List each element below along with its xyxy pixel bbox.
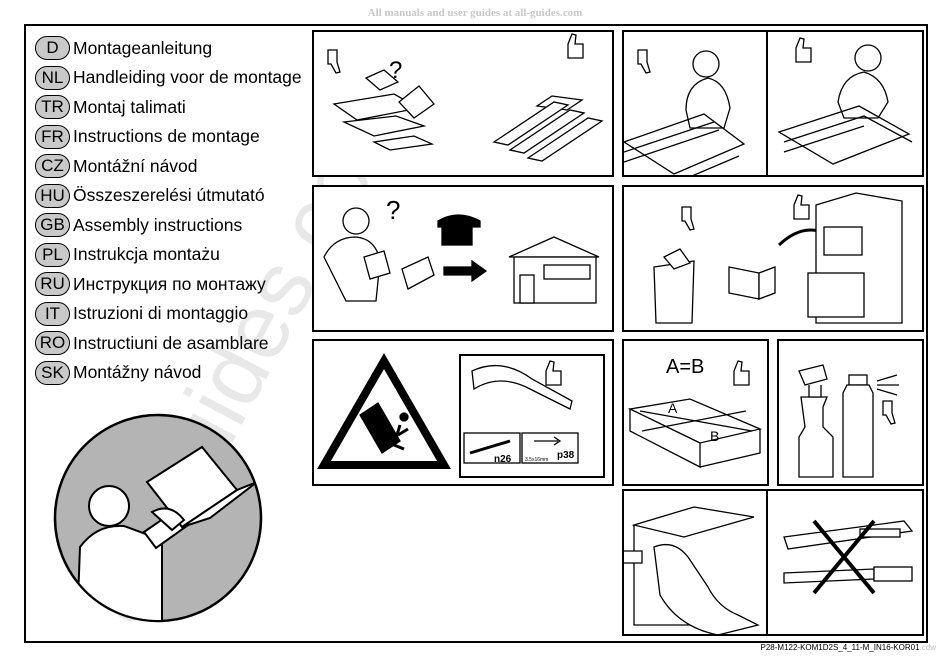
language-code-badge: IT xyxy=(35,301,70,326)
no-sharp-tools-illustration xyxy=(624,491,914,634)
equation-label: A=B xyxy=(666,356,704,378)
hardware-label-p38: p38 xyxy=(557,450,575,461)
language-code-badge: GB xyxy=(35,213,70,237)
hardware-label-size: 3.5x16mm xyxy=(525,457,548,463)
language-label: Montážny návod xyxy=(73,362,202,382)
thumb-down-icon xyxy=(681,206,695,231)
thumb-up-icon xyxy=(795,37,812,63)
language-code-badge: NL xyxy=(35,65,70,90)
language-label: Montaj talimati xyxy=(73,96,186,117)
language-code-badge: TR xyxy=(35,95,70,119)
shop-building-icon xyxy=(508,236,600,304)
language-label: Инструкция по монтажу xyxy=(73,273,266,294)
language-label: Instructions de montage xyxy=(73,126,260,146)
language-code-badge: FR xyxy=(35,124,70,149)
thumb-up-icon xyxy=(793,194,810,220)
language-code-badge: SK xyxy=(35,360,70,385)
filing-cabinet-icon xyxy=(807,192,903,324)
language-label: Assembly instructions xyxy=(73,214,243,235)
page-frame xyxy=(24,24,928,643)
call-shop-illustration: ? xyxy=(323,195,600,304)
telephone-icon xyxy=(437,214,481,246)
panel-measure-diagonals: A=B A B xyxy=(622,339,769,486)
no-cleaners-illustration xyxy=(798,364,899,478)
thumb-down-icon xyxy=(882,400,896,425)
panel-wall-fixing: n26 3.5x16mm p38 xyxy=(312,339,614,486)
site-watermark-header: All manuals and user guides at all-guide… xyxy=(367,7,583,19)
language-code-badge: RU xyxy=(35,272,70,296)
screwdriver-icon xyxy=(783,566,913,584)
hardware-label-n26: n26 xyxy=(494,454,512,465)
two-persons-illustration xyxy=(624,32,913,175)
thumb-up-icon xyxy=(545,360,562,386)
document-code: P28-M122-KOM1D2S_4_11-M_IN16-KOR01.cdw xyxy=(761,643,937,652)
thumb-down-icon xyxy=(637,49,651,74)
reading-person-illustration xyxy=(53,413,263,623)
language-label: Istruzioni di montaggio xyxy=(73,303,249,323)
keep-instructions-illustration xyxy=(653,192,903,324)
language-code-badge: PL xyxy=(35,242,70,267)
language-code-badge: RO xyxy=(35,331,70,355)
language-code-badge: D xyxy=(35,36,70,60)
language-code-badge: HU xyxy=(35,183,70,208)
question-mark: ? xyxy=(386,195,400,225)
panel-keep-instructions xyxy=(622,185,924,332)
panel-missing-parts: ? xyxy=(312,30,614,177)
thumb-down-icon xyxy=(327,49,341,74)
language-label: Handleiding voor de montage xyxy=(73,67,302,87)
panel-no-sharp-tools xyxy=(622,489,924,636)
spray-bottle-icon xyxy=(798,364,834,478)
thumb-up-icon xyxy=(567,33,584,59)
utility-knife-icon xyxy=(783,520,914,550)
trash-bin-icon xyxy=(653,260,695,324)
language-label: Montážní návod xyxy=(73,155,198,176)
language-label: Instructiuni de asamblare xyxy=(73,332,269,353)
language-label: Instrukcja montażu xyxy=(73,244,220,264)
panel-two-persons xyxy=(622,30,924,177)
diagonal-label-a: A xyxy=(668,400,678,416)
tipping-warning-icon xyxy=(317,352,451,469)
panel-no-cleaners xyxy=(777,339,924,486)
language-code-badge: CZ xyxy=(35,154,70,178)
arrow-left-icon xyxy=(624,550,643,564)
measure-diagonals-illustration: A=B A B xyxy=(627,356,763,469)
arrow-right-icon xyxy=(443,259,488,283)
thumb-up-icon xyxy=(733,360,750,386)
document-code-text: P28-M122-KOM1D2S_4_11-M_IN16-KOR01 xyxy=(760,643,920,652)
missing-parts-illustration: ? xyxy=(327,33,604,162)
diagonal-label-b: B xyxy=(710,428,719,444)
wall-fixing-illustration: n26 3.5x16mm p38 xyxy=(317,352,605,478)
language-label: Összeszerelési útmutató xyxy=(73,185,265,205)
panel-call-shop: ? xyxy=(312,185,614,332)
prohibited-cross-icon xyxy=(812,519,876,595)
cleaner-bottle-icon xyxy=(842,374,874,478)
language-label: Montageanleitung xyxy=(73,37,213,58)
document-code-suffix: .cdw xyxy=(919,643,936,652)
